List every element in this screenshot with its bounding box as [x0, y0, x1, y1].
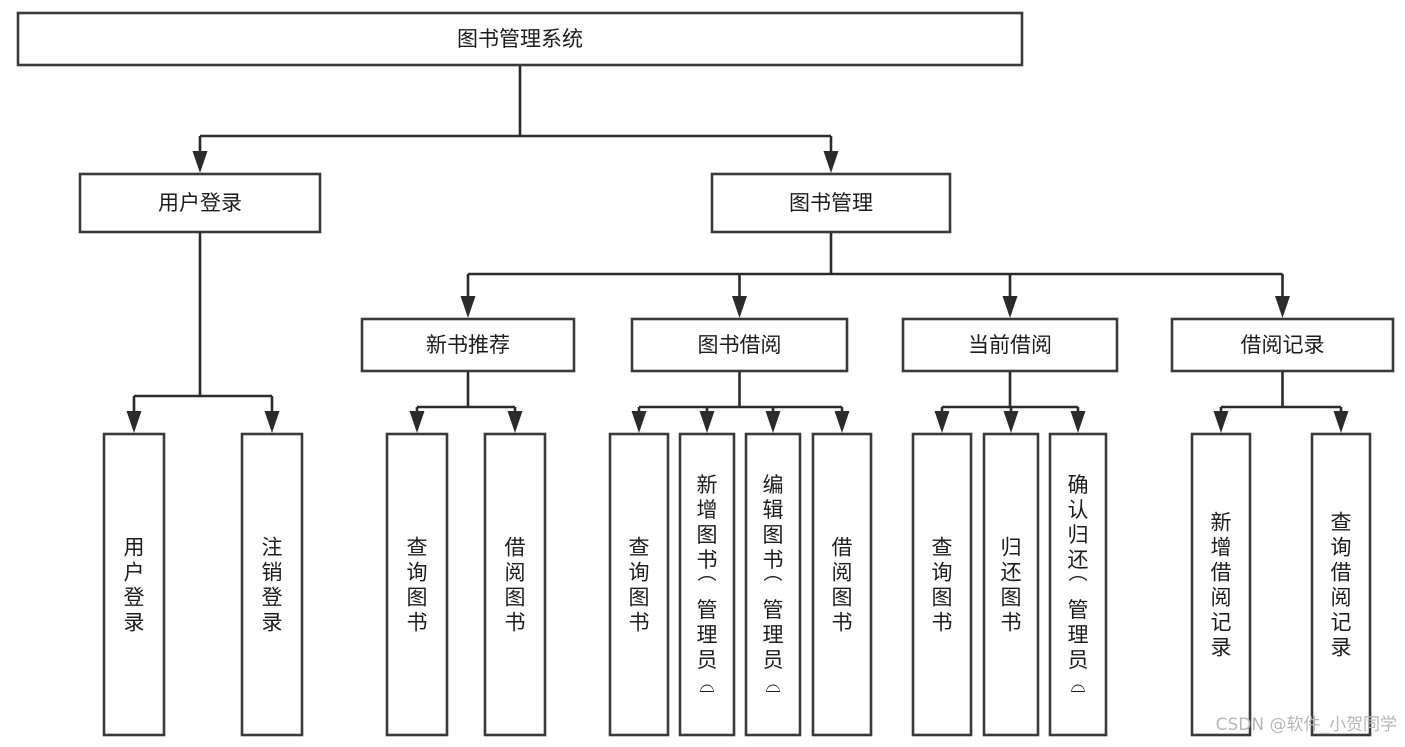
- node-leaf-cur-return[interactable]: 归还图书: [982, 432, 1040, 737]
- node-user-login[interactable]: 用户登录: [78, 172, 322, 234]
- node-box-new-book-rec[interactable]: [360, 317, 576, 373]
- node-label-leaf-cur-return: 归还图书: [1001, 536, 1022, 635]
- node-book-borrow[interactable]: 图书借阅: [630, 317, 849, 373]
- arrow-head-leaf-rec-query2: [1333, 411, 1349, 433]
- node-label-leaf-rec-borrow: 借阅图书: [505, 536, 526, 635]
- arrow-head-current-borrow: [1002, 296, 1018, 318]
- node-root[interactable]: 图书管理系统: [16, 11, 1024, 67]
- arrow-head-leaf-borrow-add: [699, 411, 715, 433]
- node-box-leaf-cur-confirm[interactable]: [1048, 432, 1108, 737]
- node-box-root[interactable]: [16, 11, 1024, 67]
- connector-layer: [126, 65, 1349, 433]
- node-label-new-book-rec: 新书推荐: [426, 333, 510, 357]
- node-box-leaf-logout[interactable]: [240, 432, 304, 737]
- node-leaf-logout[interactable]: 注销登录: [240, 432, 304, 737]
- node-label-book-manage: 图书管理: [789, 191, 873, 215]
- arrow-head-new-book-rec: [460, 296, 476, 318]
- arrow-head-leaf-borrow-lend: [834, 411, 850, 433]
- node-box-current-borrow[interactable]: [901, 317, 1119, 373]
- node-label-leaf-borrow-lend: 借阅图书: [832, 536, 853, 635]
- watermark-label: CSDN @软件_小贺同学: [1216, 715, 1397, 735]
- node-label-leaf-rec-query: 查询图书: [407, 536, 428, 635]
- arrow-head-leaf-borrow-edit: [765, 411, 781, 433]
- arrow-head-leaf-cur-return: [1003, 411, 1019, 433]
- node-box-user-login[interactable]: [78, 172, 322, 234]
- arrow-head-leaf-cur-query: [934, 411, 950, 433]
- node-leaf-borrow-edit[interactable]: 编辑图书⌒管理员⌓: [744, 432, 802, 737]
- arrow-head-leaf-rec-add: [1213, 411, 1229, 433]
- node-box-borrow-record[interactable]: [1170, 317, 1395, 373]
- node-label-leaf-logout: 注销登录: [262, 536, 283, 635]
- node-leaf-rec-borrow[interactable]: 借阅图书: [483, 432, 547, 737]
- node-leaf-user-login[interactable]: 用户登录: [102, 432, 166, 737]
- node-label-leaf-cur-confirm: 确认归还⌒管理员⌓: [1068, 473, 1089, 697]
- node-label-leaf-borrow-add: 新增图书⌒管理员⌓: [697, 473, 718, 697]
- node-label-current-borrow: 当前借阅: [968, 333, 1052, 357]
- node-leaf-borrow-lend[interactable]: 借阅图书: [811, 432, 873, 737]
- node-box-leaf-user-login[interactable]: [102, 432, 166, 737]
- node-label-leaf-borrow-edit: 编辑图书⌒管理员⌓: [763, 473, 784, 697]
- arrow-head-leaf-rec-borrow: [507, 411, 523, 433]
- node-leaf-borrow-add[interactable]: 新增图书⌒管理员⌓: [678, 432, 736, 737]
- node-leaf-cur-query[interactable]: 查询图书: [911, 432, 973, 737]
- node-leaf-cur-confirm[interactable]: 确认归还⌒管理员⌓: [1048, 432, 1108, 737]
- node-label-leaf-user-login: 用户登录: [124, 536, 145, 635]
- node-box-leaf-rec-add[interactable]: [1190, 432, 1252, 737]
- node-box-leaf-rec-query[interactable]: [385, 432, 449, 737]
- node-box-leaf-borrow-query[interactable]: [608, 432, 670, 737]
- node-box-leaf-cur-query[interactable]: [911, 432, 973, 737]
- arrow-head-borrow-record: [1275, 296, 1290, 318]
- node-leaf-rec-query2[interactable]: 查询借阅记录: [1310, 432, 1372, 737]
- node-label-root: 图书管理系统: [457, 27, 583, 51]
- node-box-leaf-rec-borrow[interactable]: [483, 432, 547, 737]
- node-new-book-rec[interactable]: 新书推荐: [360, 317, 576, 373]
- node-box-book-borrow[interactable]: [630, 317, 849, 373]
- arrow-head-leaf-user-login: [126, 411, 142, 433]
- arrow-head-user-login: [192, 151, 208, 173]
- node-borrow-record[interactable]: 借阅记录: [1170, 317, 1395, 373]
- arrow-head-book-borrow: [732, 296, 747, 318]
- node-label-user-login: 用户登录: [158, 191, 242, 215]
- node-box-leaf-borrow-lend[interactable]: [811, 432, 873, 737]
- node-layer: 图书管理系统用户登录图书管理新书推荐图书借阅当前借阅借阅记录用户登录注销登录查询…: [16, 11, 1395, 737]
- arrow-head-leaf-cur-confirm: [1070, 411, 1086, 433]
- node-label-leaf-rec-add: 新增借阅记录: [1211, 511, 1232, 660]
- node-label-borrow-record: 借阅记录: [1241, 333, 1325, 357]
- arrow-head-leaf-rec-query: [409, 411, 425, 433]
- arrow-head-leaf-borrow-query: [631, 411, 647, 433]
- node-box-leaf-rec-query2[interactable]: [1310, 432, 1372, 737]
- node-label-leaf-rec-query2: 查询借阅记录: [1331, 511, 1352, 660]
- node-box-book-manage[interactable]: [710, 172, 952, 234]
- node-label-book-borrow: 图书借阅: [698, 333, 782, 357]
- node-box-leaf-borrow-add[interactable]: [678, 432, 736, 737]
- arrow-head-book-manage: [823, 151, 839, 173]
- node-leaf-rec-query[interactable]: 查询图书: [385, 432, 449, 737]
- node-current-borrow[interactable]: 当前借阅: [901, 317, 1119, 373]
- node-label-leaf-borrow-query: 查询图书: [629, 536, 650, 635]
- arrow-head-leaf-logout: [264, 411, 280, 433]
- node-box-leaf-borrow-edit[interactable]: [744, 432, 802, 737]
- node-book-manage[interactable]: 图书管理: [710, 172, 952, 234]
- node-box-leaf-cur-return[interactable]: [982, 432, 1040, 737]
- node-label-leaf-cur-query: 查询图书: [932, 536, 953, 635]
- node-leaf-borrow-query[interactable]: 查询图书: [608, 432, 670, 737]
- node-leaf-rec-add[interactable]: 新增借阅记录: [1190, 432, 1252, 737]
